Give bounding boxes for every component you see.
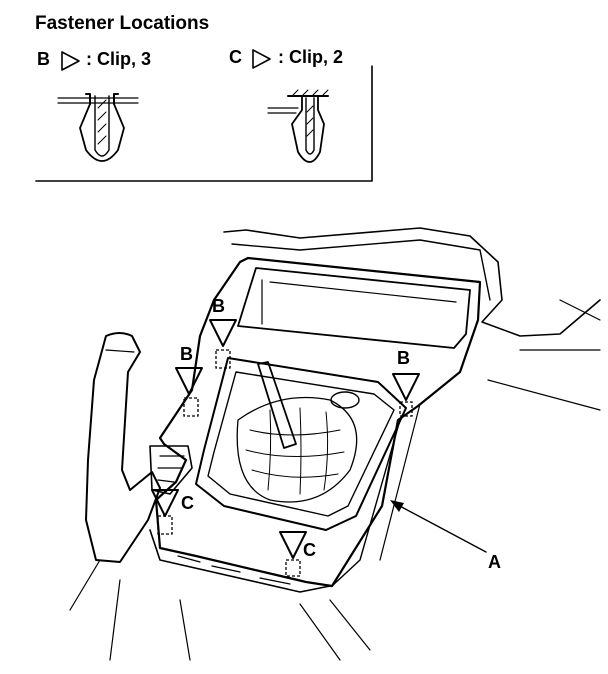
triangle-marker-icon [61, 51, 80, 71]
clip-location [183, 397, 199, 417]
callout-letter-b: B [212, 296, 225, 316]
legend-frame [35, 65, 373, 182]
arrowhead-icon [390, 500, 404, 512]
clip-location [399, 401, 413, 417]
console-illustration [69, 227, 601, 661]
fastener-callout-b2: B [175, 344, 203, 417]
part-a-callout: A [390, 500, 501, 572]
shift-boot [236, 396, 358, 503]
callout-letter-a: A [488, 552, 501, 572]
leader-line [395, 503, 487, 553]
callout-letter-b: B [180, 344, 193, 364]
triangle-marker-icon [279, 531, 307, 559]
fastener-callout-b3: B [392, 348, 420, 417]
callout-letter-c: C [181, 493, 194, 513]
fastener-legend: Fastener Locations B : Clip, 3 C : Clip,… [35, 13, 373, 182]
callout-letter-b: B [397, 348, 410, 368]
triangle-marker-icon [209, 319, 237, 347]
console-panel-outline [154, 256, 482, 588]
clip-c-illustration [267, 89, 329, 163]
shift-lever [257, 361, 297, 449]
triangle-marker-icon [175, 367, 203, 395]
legend-letter-b: B [37, 49, 50, 69]
fastener-callout-c1: C [151, 489, 194, 535]
legend-item-b: B : Clip, 3 [37, 49, 151, 71]
triangle-marker-icon [151, 489, 179, 517]
storage-pocket [237, 267, 471, 349]
clip-location [285, 559, 301, 577]
legend-letter-c: C [229, 47, 242, 67]
clip-b-illustration [57, 93, 139, 162]
shift-opening [195, 357, 407, 531]
callout-letter-c: C [303, 540, 316, 560]
fastener-callout-c2: C [279, 531, 316, 577]
parking-brake-boot [149, 445, 193, 495]
legend-title: Fastener Locations [35, 13, 209, 34]
legend-label-c: : Clip, 2 [278, 47, 343, 67]
clip-location [157, 515, 173, 535]
dashboard-outline [223, 227, 601, 337]
legend-label-b: : Clip, 3 [86, 49, 151, 69]
fastener-callout-b1: B [209, 296, 237, 369]
triangle-marker-icon [392, 373, 420, 401]
triangle-marker-icon [252, 49, 271, 69]
dashboard-inner-edge [231, 239, 491, 301]
parking-brake-handle [85, 332, 161, 563]
legend-item-c: C : Clip, 2 [229, 47, 343, 69]
clip-location [215, 349, 231, 369]
